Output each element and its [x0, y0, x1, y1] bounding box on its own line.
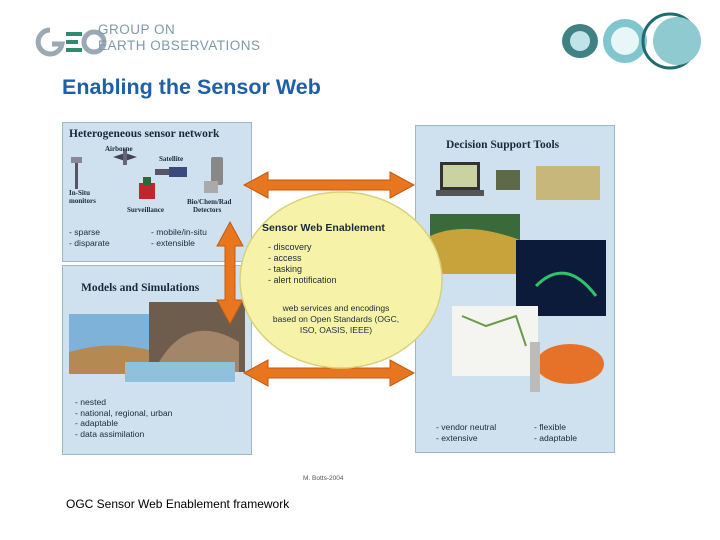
models-title: Models and Simulations [81, 282, 200, 294]
label-satellite: Satellite [159, 155, 184, 163]
decision-title: Decision Support Tools [446, 139, 560, 151]
model-images [69, 302, 245, 382]
label-in-situ-2: monitors [69, 197, 96, 205]
models-panel: Models and Simulations - nested - nation… [62, 265, 252, 455]
sensor-network-panel: Heterogeneous sensor network Airborne Sa… [62, 122, 252, 262]
logo-text-line1: GROUP ON [98, 22, 176, 37]
arrow-bottom [242, 359, 416, 387]
label-bio-2: Detectors [193, 206, 222, 214]
arrow-vertical [216, 220, 244, 326]
geo-logo [35, 27, 107, 57]
swe-services: web services and encodings based on Open… [272, 303, 400, 335]
swe-ellipse [239, 191, 443, 369]
logo-text-line2: EARTH OBSERVATIONS [98, 38, 261, 53]
decision-images [430, 162, 606, 392]
label-in-situ-1: In-Situ [69, 189, 91, 197]
swe-capabilities: - discovery - access - tasking - alert n… [268, 242, 337, 285]
decision-bullets-right: - flexible - adaptable [534, 422, 578, 443]
arrow-top [242, 171, 416, 199]
slide-title: Enabling the Sensor Web [62, 75, 321, 99]
sensor-network-title: Heterogeneous sensor network [69, 128, 220, 140]
decorative-circles [562, 12, 701, 70]
decision-bullets-left: - vendor neutral - extensive [436, 422, 497, 443]
swe-title: Sensor Web Enablement [262, 222, 385, 234]
sensor-bullets-left: - sparse - disparate [69, 227, 110, 248]
decision-panel: Decision Support Tools - vendor neutral … [415, 125, 615, 453]
label-surveillance: Surveillance [127, 206, 164, 214]
label-airborne: Airborne [105, 145, 133, 153]
models-bullets: - nested - national, regional, urban - a… [75, 397, 173, 439]
sensor-icons [71, 149, 223, 199]
credit-note: M. Botts-2004 [303, 475, 344, 482]
sensor-bullets-right: - mobile/in-situ - extensible [151, 227, 207, 248]
label-bio-1: Bio/Chem/Rad [187, 198, 232, 206]
figure-caption: OGC Sensor Web Enablement framework [66, 497, 290, 511]
